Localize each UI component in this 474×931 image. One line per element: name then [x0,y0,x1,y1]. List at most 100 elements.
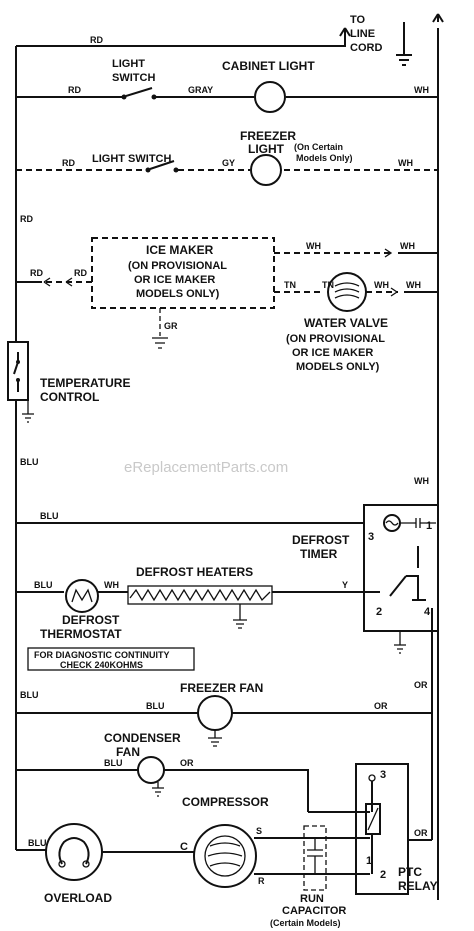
light-switch-1-contact [121,94,127,100]
timer-or-label: OR [414,680,428,690]
ice-maker-box [91,237,275,309]
defrost-heaters-label: DEFROST HEATERS [136,565,253,579]
ice-maker-plug-left-2 [65,277,73,287]
continuity-note-2: CHECK 240KOHMS [60,660,143,670]
timer-terminal-3: 3 [368,531,374,543]
water-valve-tn-label-2: TN [322,280,334,290]
ice-maker-rd-label-2: RD [74,268,87,278]
overload-icon [45,823,103,881]
overload-terminal-2 [82,860,90,868]
water-valve-label-1: WATER VALVE [304,316,388,330]
light-switch-1-label-2: SWITCH [112,72,155,84]
compressor-label: COMPRESSOR [182,795,269,809]
row1-wh-label: WH [414,85,429,95]
timer-terminal-1: 1 [426,520,432,532]
line-cord-label-3: CORD [350,42,382,54]
condenser-fan-ground-icon [152,782,164,797]
timer-or-wire [408,608,433,841]
cabinet-light-label: CABINET LIGHT [222,59,315,73]
light-switch-1-contact-2 [151,94,157,100]
freezer-fan-blu-label: BLU [146,701,165,711]
condenser-fan-or-label: OR [180,758,194,768]
ice-maker-wh-arrow [384,248,393,258]
left-rail-blu-label: BLU [20,457,39,467]
water-valve-coil-icon [334,282,360,299]
compressor-terminal-c: C [180,841,188,853]
defrost-timer-label-2: TIMER [300,547,338,561]
run-capacitor-box [303,825,327,891]
cabinet-light-bulb-icon [254,81,286,113]
water-valve-tn-label: TN [284,280,296,290]
temperature-control-ground-icon [22,400,34,423]
top-rd-label: RD [90,35,103,45]
heater-ground-icon [233,604,247,629]
light-switch-2-contact-2 [173,167,179,173]
timer-wh-label: WH [414,476,429,486]
freezer-light-note-1: (On Certain [294,142,343,152]
freezer-fan-or-label: OR [374,701,388,711]
overload-blu-label: BLU [28,838,47,848]
temperature-control-box [7,341,29,401]
condenser-fan-label-1: CONDENSER [104,731,181,745]
thermostat-wh-label: WH [104,580,119,590]
run-capacitor-label-1: RUN [300,893,324,905]
freezer-light-bulb-icon [250,154,282,186]
overload-element-icon [58,837,90,865]
freezer-fan-ground-icon [208,730,222,747]
timer-terminal-4: 4 [424,606,431,618]
condenser-fan-wire [16,769,309,812]
temperature-control-contact-2 [16,378,20,382]
relay-terminal-1: 1 [366,855,372,867]
line-cord-label-2: LINE [350,28,375,40]
row1-gray-label: GRAY [188,85,213,95]
timer-motor-coil [385,520,399,526]
watermark-text: eReplacementParts.com [124,459,288,476]
relay-terminal-3-dot [368,774,376,782]
compressor-terminal-r: R [258,876,265,886]
row1-rd-label: RD [68,85,81,95]
ice-maker-label-2: (ON PROVISIONAL [128,260,227,272]
ice-maker-gr-label: GR [164,321,178,331]
line-cord-arrow-right [432,13,444,23]
water-valve-wh-label-2: WH [406,280,421,290]
timer-blu-label: BLU [40,511,59,521]
ice-maker-label-4: MODELS ONLY) [136,288,220,300]
temperature-control-label-1: TEMPERATURE [40,376,130,390]
thermostat-element-icon [71,588,93,603]
defrost-thermostat-label-2: THERMOSTAT [40,627,122,641]
timer-ground-icon [394,631,406,654]
ice-maker-wh-label-2: WH [400,241,415,251]
light-switch-1-blade [125,87,153,97]
run-capacitor-label-2: CAPACITOR [282,905,346,917]
light-switch-1-label-1: LIGHT [112,58,145,70]
water-valve-icon [327,272,367,312]
timer-switch-icon [389,575,426,601]
ptc-relay-label-2: RELAY [398,879,438,893]
overload-terminal [58,860,66,868]
top-rd-wire [16,28,346,47]
ice-maker-label-1: ICE MAKER [146,243,214,257]
water-valve-wh-label: WH [374,280,389,290]
row2-wh-label: WH [398,158,413,168]
thermostat-blu-label: BLU [34,580,53,590]
left-rail-rd-label: RD [20,214,33,224]
defrost-timer-box [363,504,439,632]
condenser-fan-motor-icon [137,756,165,784]
line-cord-label-1: TO [350,14,366,26]
light-switch-2-label: LIGHT SWITCH [92,153,171,165]
line-cord-ground-icon [396,54,412,66]
timer-contacts-1 [400,518,436,528]
relay-or-label: OR [414,828,428,838]
relay-terminal-3: 3 [380,769,386,781]
row2-rd-label: RD [62,158,75,168]
compressor-icon [193,824,257,888]
compressor-terminal-s: S [256,826,262,836]
ice-maker-ground-icon [152,337,168,349]
compressor-inner-icon [204,835,246,877]
condenser-fan-blu-label: BLU [104,758,123,768]
left-rail-blu-label-2: BLU [20,690,39,700]
defrost-thermostat-label-1: DEFROST [62,613,120,627]
ptc-relay-box [355,763,409,895]
defrost-thermostat-icon [65,579,99,613]
